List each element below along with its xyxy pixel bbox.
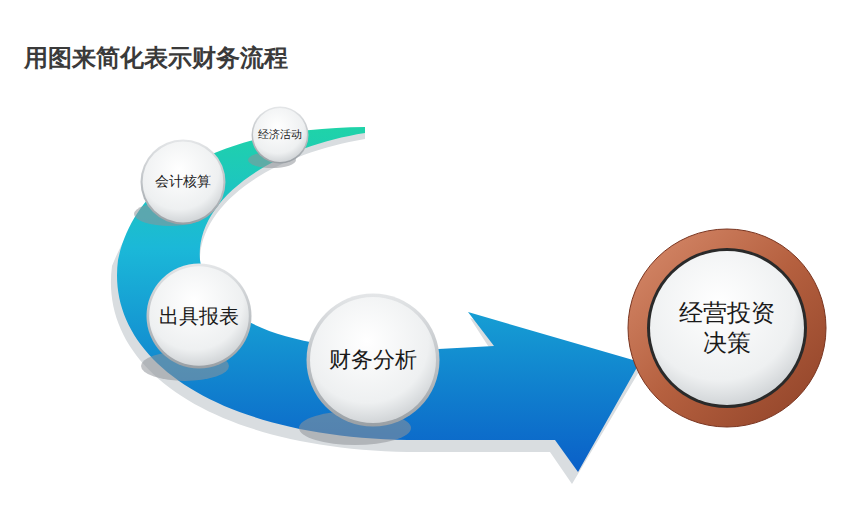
title: 用图来简化表示财务流程: [24, 42, 288, 74]
node-label: 会计核算: [155, 173, 211, 191]
process-circle: 出具报表: [146, 263, 252, 369]
node-label: 经济活动: [258, 128, 302, 142]
process-circle: 财务分析: [306, 293, 440, 427]
ribbon-arrow: [117, 127, 640, 472]
process-circle: 经济活动: [251, 106, 309, 164]
node-label: 出具报表: [159, 304, 239, 329]
decision-circle: 经营投资决策: [627, 228, 827, 428]
process-circle: 会计核算: [140, 139, 226, 225]
node-label: 财务分析: [329, 346, 417, 374]
circle-outline: [627, 228, 827, 428]
node-label: 经营投资决策: [675, 298, 779, 358]
